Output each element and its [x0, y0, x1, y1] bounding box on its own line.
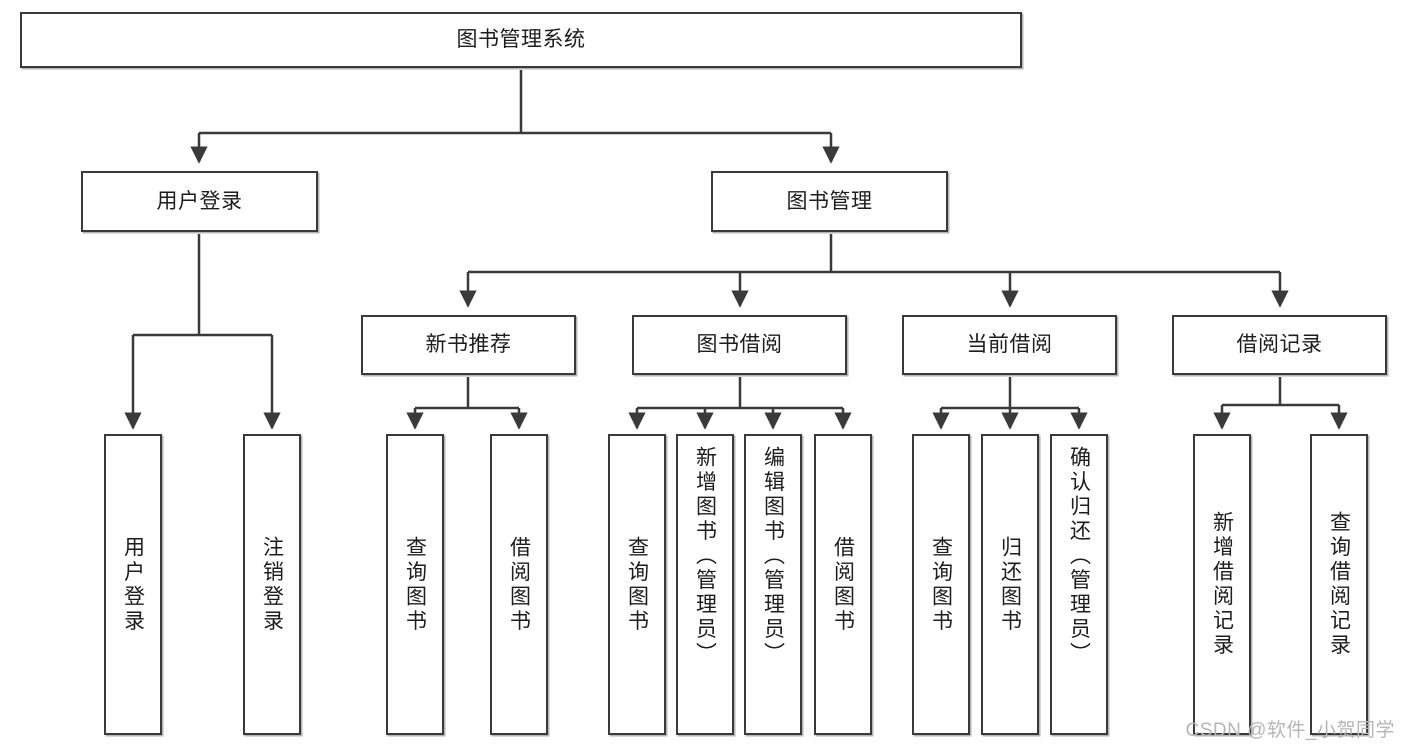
node-label: 新增借阅记录 [1210, 511, 1234, 658]
node-leaf-add-record[interactable]: 新增借阅记录 [1193, 434, 1251, 735]
node-label: 编辑图书（管理员） [761, 446, 785, 667]
node-label: 图书管理 [786, 189, 873, 213]
node-label: 归还图书 [998, 535, 1022, 634]
node-book-management[interactable]: 图书管理 [711, 171, 948, 232]
node-leaf-query-book-2[interactable]: 查询图书 [608, 434, 666, 735]
node-user-login[interactable]: 用户登录 [81, 171, 318, 232]
node-label: 借阅记录 [1236, 333, 1323, 357]
node-leaf-confirm-return[interactable]: 确认归还（管理员） [1050, 434, 1108, 735]
node-label: 图书管理系统 [456, 28, 586, 52]
node-leaf-query-book-3[interactable]: 查询图书 [912, 434, 970, 735]
node-leaf-borrow-book-2[interactable]: 借阅图书 [814, 434, 872, 735]
node-current-borrow[interactable]: 当前借阅 [902, 315, 1117, 375]
node-leaf-edit-book[interactable]: 编辑图书（管理员） [744, 434, 802, 735]
node-label: 借阅图书 [507, 535, 531, 634]
node-new-book-recommend[interactable]: 新书推荐 [361, 315, 576, 375]
node-label: 查询图书 [403, 535, 427, 634]
node-label: 当前借阅 [966, 333, 1053, 357]
node-label: 注销登录 [260, 535, 284, 634]
node-leaf-query-book-1[interactable]: 查询图书 [386, 434, 444, 735]
node-leaf-user-login[interactable]: 用户登录 [104, 434, 162, 735]
node-leaf-borrow-book-1[interactable]: 借阅图书 [490, 434, 548, 735]
node-leaf-add-book[interactable]: 新增图书（管理员） [676, 434, 734, 735]
watermark-text: CSDN @软件_小贺同学 [1185, 720, 1395, 741]
node-label: 图书借阅 [696, 333, 783, 357]
node-system-root[interactable]: 图书管理系统 [20, 12, 1022, 68]
node-label: 借阅图书 [831, 535, 855, 634]
node-leaf-user-logout[interactable]: 注销登录 [243, 434, 301, 735]
node-label: 用户登录 [156, 189, 243, 213]
node-label: 新增图书（管理员） [693, 446, 717, 667]
node-label: 用户登录 [121, 535, 145, 634]
node-label: 查询借阅记录 [1327, 511, 1351, 658]
node-label: 查询图书 [929, 535, 953, 634]
node-label: 新书推荐 [425, 333, 512, 357]
node-label: 确认归还（管理员） [1067, 446, 1091, 667]
node-leaf-query-record[interactable]: 查询借阅记录 [1310, 434, 1368, 735]
node-book-borrow[interactable]: 图书借阅 [632, 315, 847, 375]
node-leaf-return-book[interactable]: 归还图书 [981, 434, 1039, 735]
node-borrow-record[interactable]: 借阅记录 [1172, 315, 1387, 375]
node-label: 查询图书 [625, 535, 649, 634]
